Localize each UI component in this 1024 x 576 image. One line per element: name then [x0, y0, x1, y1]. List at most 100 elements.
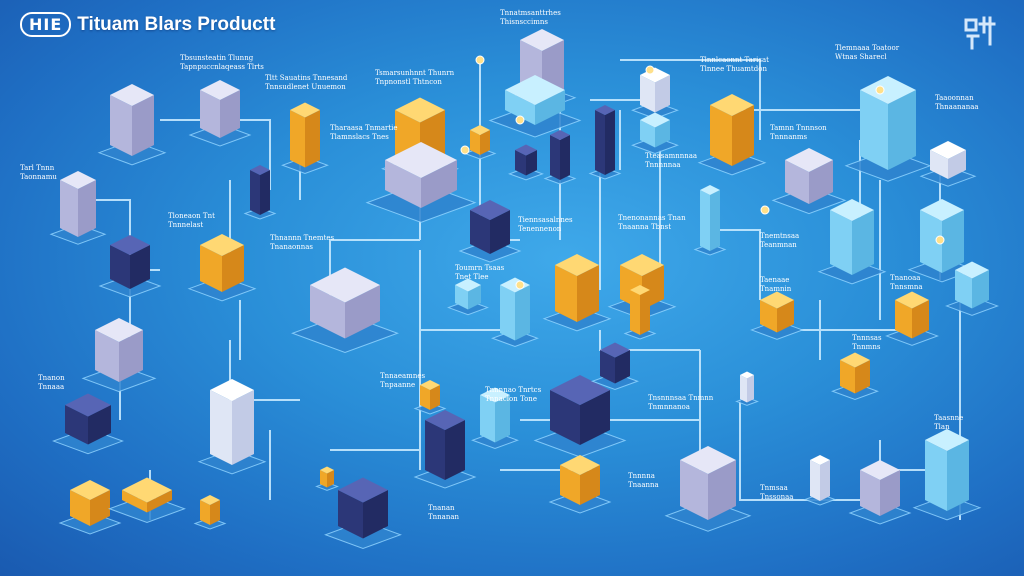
component-node: [49, 171, 107, 245]
sensor-dot: [460, 145, 470, 155]
node-label-line2: Tnmnnanoa: [648, 403, 690, 411]
component-node: [52, 393, 124, 455]
component-node: [912, 429, 982, 521]
node-label-line2: Tenennenon: [518, 225, 562, 233]
node-label-line1: Tltt Sauatins Tnnesand: [265, 74, 348, 82]
node-label-line2: Teanmnan: [760, 241, 797, 249]
node-label-line1: Tnnnnao Tnrtcs: [485, 386, 542, 394]
component-node: [413, 380, 447, 415]
nodes: [49, 29, 999, 550]
node-label-line2: Tnpnonstl Thtncon: [375, 78, 442, 86]
component-node: [108, 477, 186, 524]
node-label-line1: Tnanon: [38, 374, 65, 382]
component-node: [844, 76, 932, 182]
component-node: [631, 112, 679, 155]
component-node: [97, 84, 167, 166]
component-node: [81, 318, 157, 393]
sensor-dot: [760, 205, 770, 215]
component-node: [324, 477, 402, 550]
component-node: [543, 130, 577, 185]
node-label-line1: Toumrn Tsaas: [455, 264, 505, 272]
node-label-line1: Tnanoaa: [890, 274, 920, 282]
node-label-line1: Tiennsasalnnes: [518, 216, 573, 224]
node-label-line2: Tnssonaa: [760, 493, 793, 501]
component-node: [281, 102, 329, 175]
node-label-line2: Tnpaanne: [380, 381, 415, 389]
node-label-line2: Tnet Tlee: [455, 273, 489, 281]
node-label-line2: Tnanaonnas: [270, 243, 313, 251]
component-node: [188, 80, 252, 147]
node-label-line1: Tnenonannas Tnan: [618, 214, 686, 222]
node-label-line1: Tnnnsas: [852, 334, 882, 342]
node-label-line1: Thnannn Tnemtes: [270, 234, 335, 242]
node-label-line2: Tnnaclon Tone: [485, 395, 537, 403]
component-node: [919, 141, 977, 187]
node-label-line1: Tlnnlcaonnt Tarisat: [700, 56, 769, 64]
sensor-dot: [515, 280, 525, 290]
component-node: [413, 410, 477, 489]
node-label-line1: Taaoonnan: [935, 94, 974, 102]
sensor-dot: [875, 85, 885, 95]
node-label-line2: Taonnamu: [20, 173, 57, 181]
component-node: [588, 105, 622, 180]
component-node: [945, 261, 999, 316]
corner-glyph-icon: [964, 16, 996, 50]
component-node: [817, 199, 887, 285]
component-node: [803, 455, 837, 506]
node-label-line1: Tnmsaa: [760, 484, 788, 492]
node-label-line2: Tnnsudlenet Unuemon: [265, 83, 346, 91]
component-node: [458, 200, 522, 263]
component-node: [98, 235, 162, 298]
node-label-line2: Tnnaaa: [38, 383, 64, 391]
component-node: [533, 375, 627, 458]
brand-header: HIE Tituam Blars Productt: [20, 12, 275, 37]
component-node: [631, 67, 679, 120]
node-label-line2: Tlnnee Thuamtdon: [700, 65, 767, 73]
node-label-line1: Tnnaeamnes: [380, 372, 425, 380]
component-node: [315, 466, 339, 491]
component-node: [508, 144, 544, 181]
component-node: [197, 379, 267, 475]
node-label-line1: Tlemnaaa Toatoor: [835, 44, 900, 52]
node-label-line2: Tnnanan: [428, 513, 460, 521]
component-node: [447, 278, 489, 316]
node-label-line1: Tnnatmsanttrhes: [500, 9, 561, 17]
component-node: [885, 291, 939, 346]
node-label-line2: Tnamnin: [760, 285, 792, 293]
node-label-line1: Tharaasa Tnmartie: [330, 124, 398, 132]
component-node: [771, 148, 847, 215]
component-node: [471, 387, 519, 450]
node-label-line2: Tlamnslacs Tnes: [330, 133, 389, 141]
node-label-line1: Tnsnnnsaa Tnmnn: [648, 394, 714, 402]
component-node: [187, 234, 257, 302]
node-label-line2: Thisnsccimns: [500, 18, 548, 26]
component-node: [291, 267, 399, 354]
node-label-line1: Tnnnna: [628, 472, 655, 480]
node-label-line2: Tnnnnnaa: [645, 161, 681, 169]
node-label-line1: Tamnn Tnnnson: [770, 124, 827, 132]
component-node: [750, 291, 804, 340]
